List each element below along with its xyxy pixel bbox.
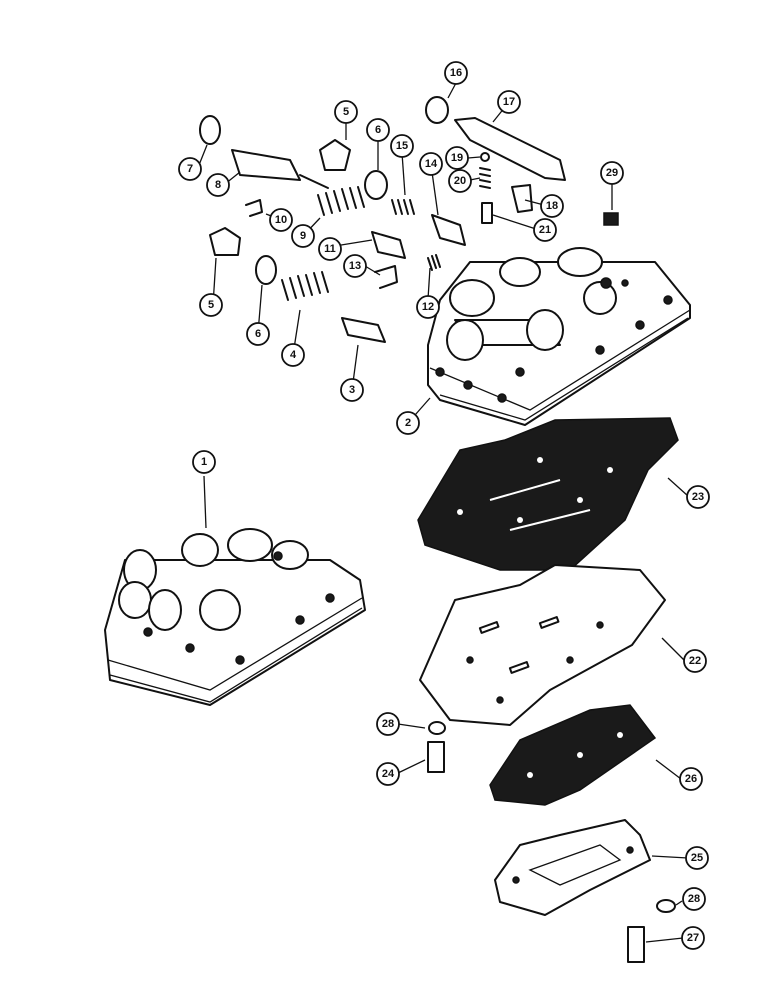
clip-10	[245, 199, 263, 217]
svg-text:18: 18	[546, 200, 558, 212]
nut-28-lower	[656, 899, 676, 913]
shaft-17	[454, 117, 566, 181]
callout-9: 9	[291, 224, 315, 248]
callout-5-lower: 5	[199, 293, 223, 317]
callout-14: 14	[419, 152, 443, 176]
svg-text:20: 20	[454, 175, 466, 187]
callouts: 1 2 3 4 5 5 6 6 7 8 9 10 11 12 13 14 15 …	[178, 61, 710, 950]
cover-plate	[494, 819, 651, 916]
callout-7: 7	[178, 157, 202, 181]
callout-24: 24	[376, 762, 400, 786]
spring-20	[479, 167, 491, 189]
svg-text:6: 6	[255, 328, 261, 340]
svg-text:13: 13	[349, 260, 361, 272]
callout-28-upper: 28	[376, 712, 400, 736]
svg-text:14: 14	[425, 158, 438, 170]
callout-3: 3	[340, 378, 364, 402]
svg-text:26: 26	[685, 773, 697, 785]
bolt-27	[627, 926, 645, 963]
gasket-lower	[489, 704, 657, 806]
plug-29	[603, 212, 619, 226]
svg-text:28: 28	[688, 893, 700, 905]
callout-17: 17	[497, 90, 521, 114]
callout-19: 19	[445, 146, 469, 170]
callout-20: 20	[448, 169, 472, 193]
callout-29: 29	[600, 161, 624, 185]
clip-13	[374, 265, 398, 289]
callout-18: 18	[540, 194, 564, 218]
svg-text:9: 9	[300, 230, 306, 242]
callout-15: 15	[390, 134, 414, 158]
callout-12: 12	[416, 295, 440, 319]
seal-16	[425, 96, 449, 124]
callout-6-lower: 6	[246, 322, 270, 346]
callout-27: 27	[681, 926, 705, 950]
detent-18	[511, 184, 533, 213]
svg-text:24: 24	[382, 768, 395, 780]
callout-1: 1	[192, 450, 216, 474]
plug-5-lower	[209, 227, 241, 256]
pin-21	[481, 202, 493, 224]
callout-6-upper: 6	[366, 118, 390, 142]
callout-21: 21	[533, 218, 557, 242]
seal-ring-7	[199, 115, 221, 145]
svg-text:21: 21	[539, 224, 551, 236]
spring-15	[391, 199, 415, 215]
spring-4	[281, 271, 329, 301]
svg-text:17: 17	[503, 96, 515, 108]
svg-text:22: 22	[689, 655, 701, 667]
svg-text:23: 23	[692, 491, 704, 503]
svg-text:25: 25	[691, 852, 703, 864]
callout-26: 26	[679, 767, 703, 791]
svg-text:10: 10	[275, 214, 287, 226]
svg-text:28: 28	[382, 718, 394, 730]
svg-text:3: 3	[349, 384, 355, 396]
callout-16: 16	[444, 61, 468, 85]
callout-23: 23	[686, 485, 710, 509]
valve-11	[371, 231, 406, 259]
gasket-upper	[417, 417, 679, 571]
callout-13: 13	[343, 254, 367, 278]
callout-5-upper: 5	[334, 100, 358, 124]
callout-2: 2	[396, 411, 420, 435]
svg-text:27: 27	[687, 932, 699, 944]
valve-body-assembly	[104, 528, 366, 706]
callout-8: 8	[206, 173, 230, 197]
svg-text:5: 5	[208, 299, 214, 311]
svg-text:19: 19	[451, 152, 463, 164]
svg-text:1: 1	[201, 456, 207, 468]
callout-22: 22	[683, 649, 707, 673]
valve-8	[231, 149, 301, 181]
callout-25: 25	[685, 846, 709, 870]
valve-3	[341, 317, 386, 343]
nut-28-upper	[428, 721, 446, 735]
svg-text:7: 7	[187, 163, 193, 175]
spring-12	[427, 254, 441, 271]
svg-text:11: 11	[324, 243, 336, 255]
valve-body-upper	[427, 247, 691, 426]
plug-5-upper	[319, 139, 351, 171]
svg-text:29: 29	[606, 167, 618, 179]
callout-4: 4	[281, 343, 305, 367]
small-parts	[199, 96, 676, 963]
svg-text:15: 15	[396, 140, 408, 152]
svg-text:8: 8	[215, 179, 221, 191]
bolt-24	[427, 741, 445, 773]
callout-28-lower: 28	[682, 887, 706, 911]
ball-19	[480, 152, 490, 162]
callout-11: 11	[318, 237, 342, 261]
svg-text:6: 6	[375, 124, 381, 136]
callout-10: 10	[269, 208, 293, 232]
svg-text:2: 2	[405, 417, 411, 429]
valve-14	[431, 214, 466, 246]
svg-text:16: 16	[450, 67, 462, 79]
svg-text:5: 5	[343, 106, 349, 118]
svg-text:12: 12	[422, 301, 434, 313]
svg-text:4: 4	[290, 349, 297, 361]
separator-plate	[419, 564, 666, 726]
spring-9	[317, 186, 365, 216]
